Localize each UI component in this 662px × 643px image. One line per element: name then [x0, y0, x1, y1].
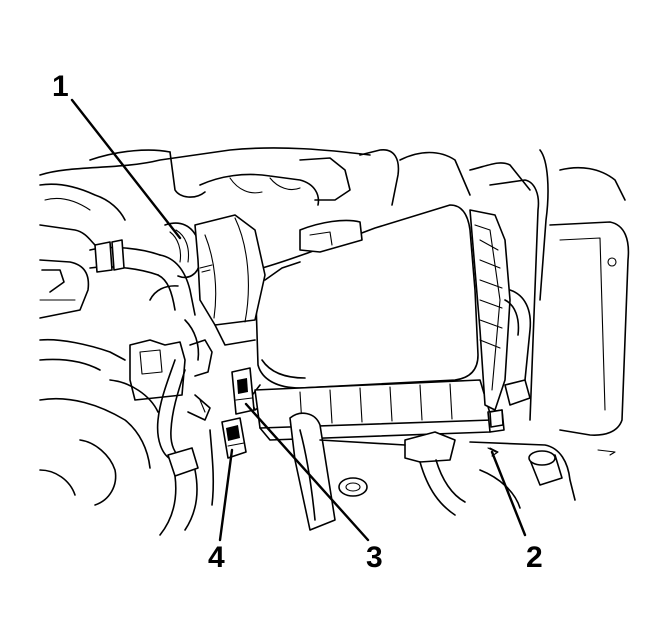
- callout-labels: 1 2 3 4: [52, 70, 543, 574]
- callout-label-1: 1: [52, 70, 69, 103]
- callout-label-3: 3: [366, 541, 383, 574]
- hose-and-harness: [89, 222, 215, 536]
- engine-background: [39, 147, 630, 506]
- leader-line-2: [490, 450, 527, 537]
- fastener-2: [487, 409, 504, 453]
- lower-components: [289, 412, 576, 531]
- connector-3: [231, 367, 255, 415]
- leader-line-3: [244, 402, 370, 542]
- intake-duct: [194, 214, 266, 346]
- leader-lines: [70, 98, 527, 542]
- air-cleaner-housing: [249, 204, 493, 441]
- battery-area: [469, 209, 532, 433]
- connector-4: [221, 417, 247, 459]
- leader-line-1: [70, 98, 182, 240]
- leader-line-4: [218, 448, 234, 542]
- callout-label-4: 4: [208, 541, 225, 574]
- callout-label-2: 2: [526, 541, 543, 574]
